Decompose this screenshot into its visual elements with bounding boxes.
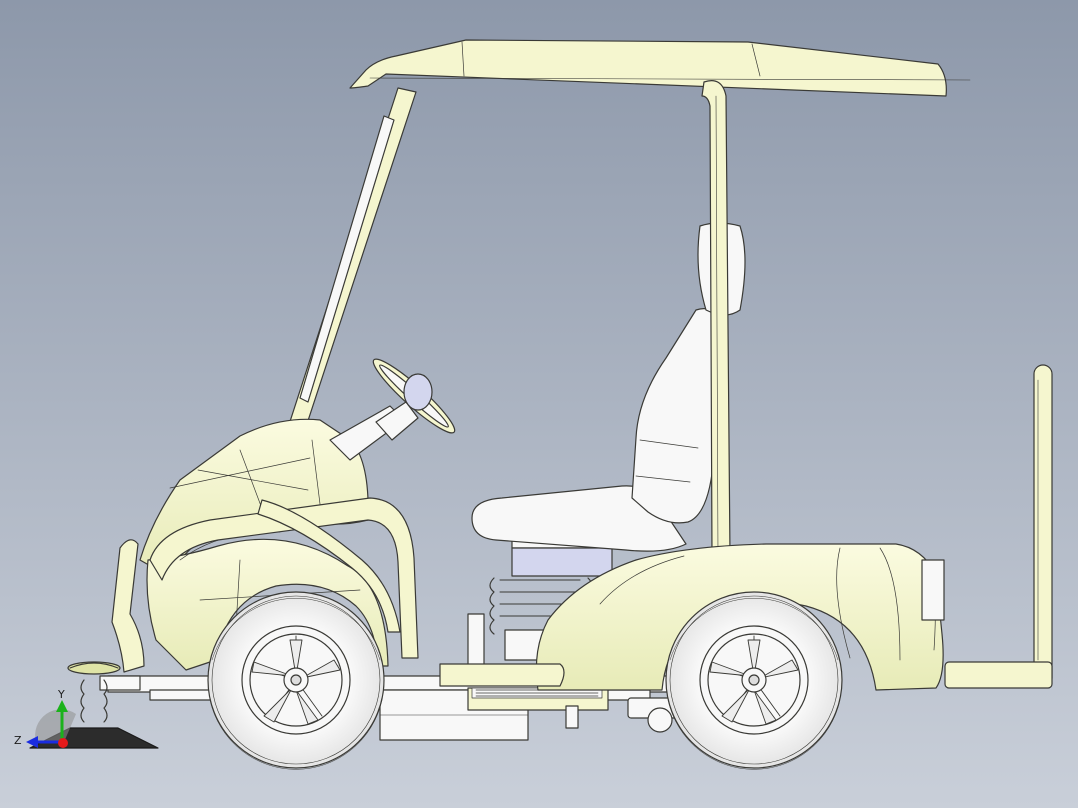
triad-z-arrowhead <box>26 736 38 748</box>
footwell-strut[interactable] <box>439 613 565 687</box>
front-wheel[interactable] <box>207 591 385 770</box>
front-bumper-tubes[interactable] <box>111 497 419 673</box>
rear-wheel[interactable] <box>665 591 843 770</box>
roof-canopy[interactable] <box>349 39 971 97</box>
rear-bumper-bar[interactable] <box>944 364 1053 689</box>
triad-y-arrowhead <box>56 700 68 712</box>
triad-y-label: Y <box>57 688 65 701</box>
triad-origin <box>58 738 68 748</box>
golf-cart-model[interactable] <box>29 39 1053 770</box>
steering-assembly[interactable] <box>329 352 461 461</box>
coordinate-triad: Y Z <box>14 688 76 748</box>
triad-shadow <box>35 709 76 742</box>
triad-z-label: Z <box>14 734 22 747</box>
